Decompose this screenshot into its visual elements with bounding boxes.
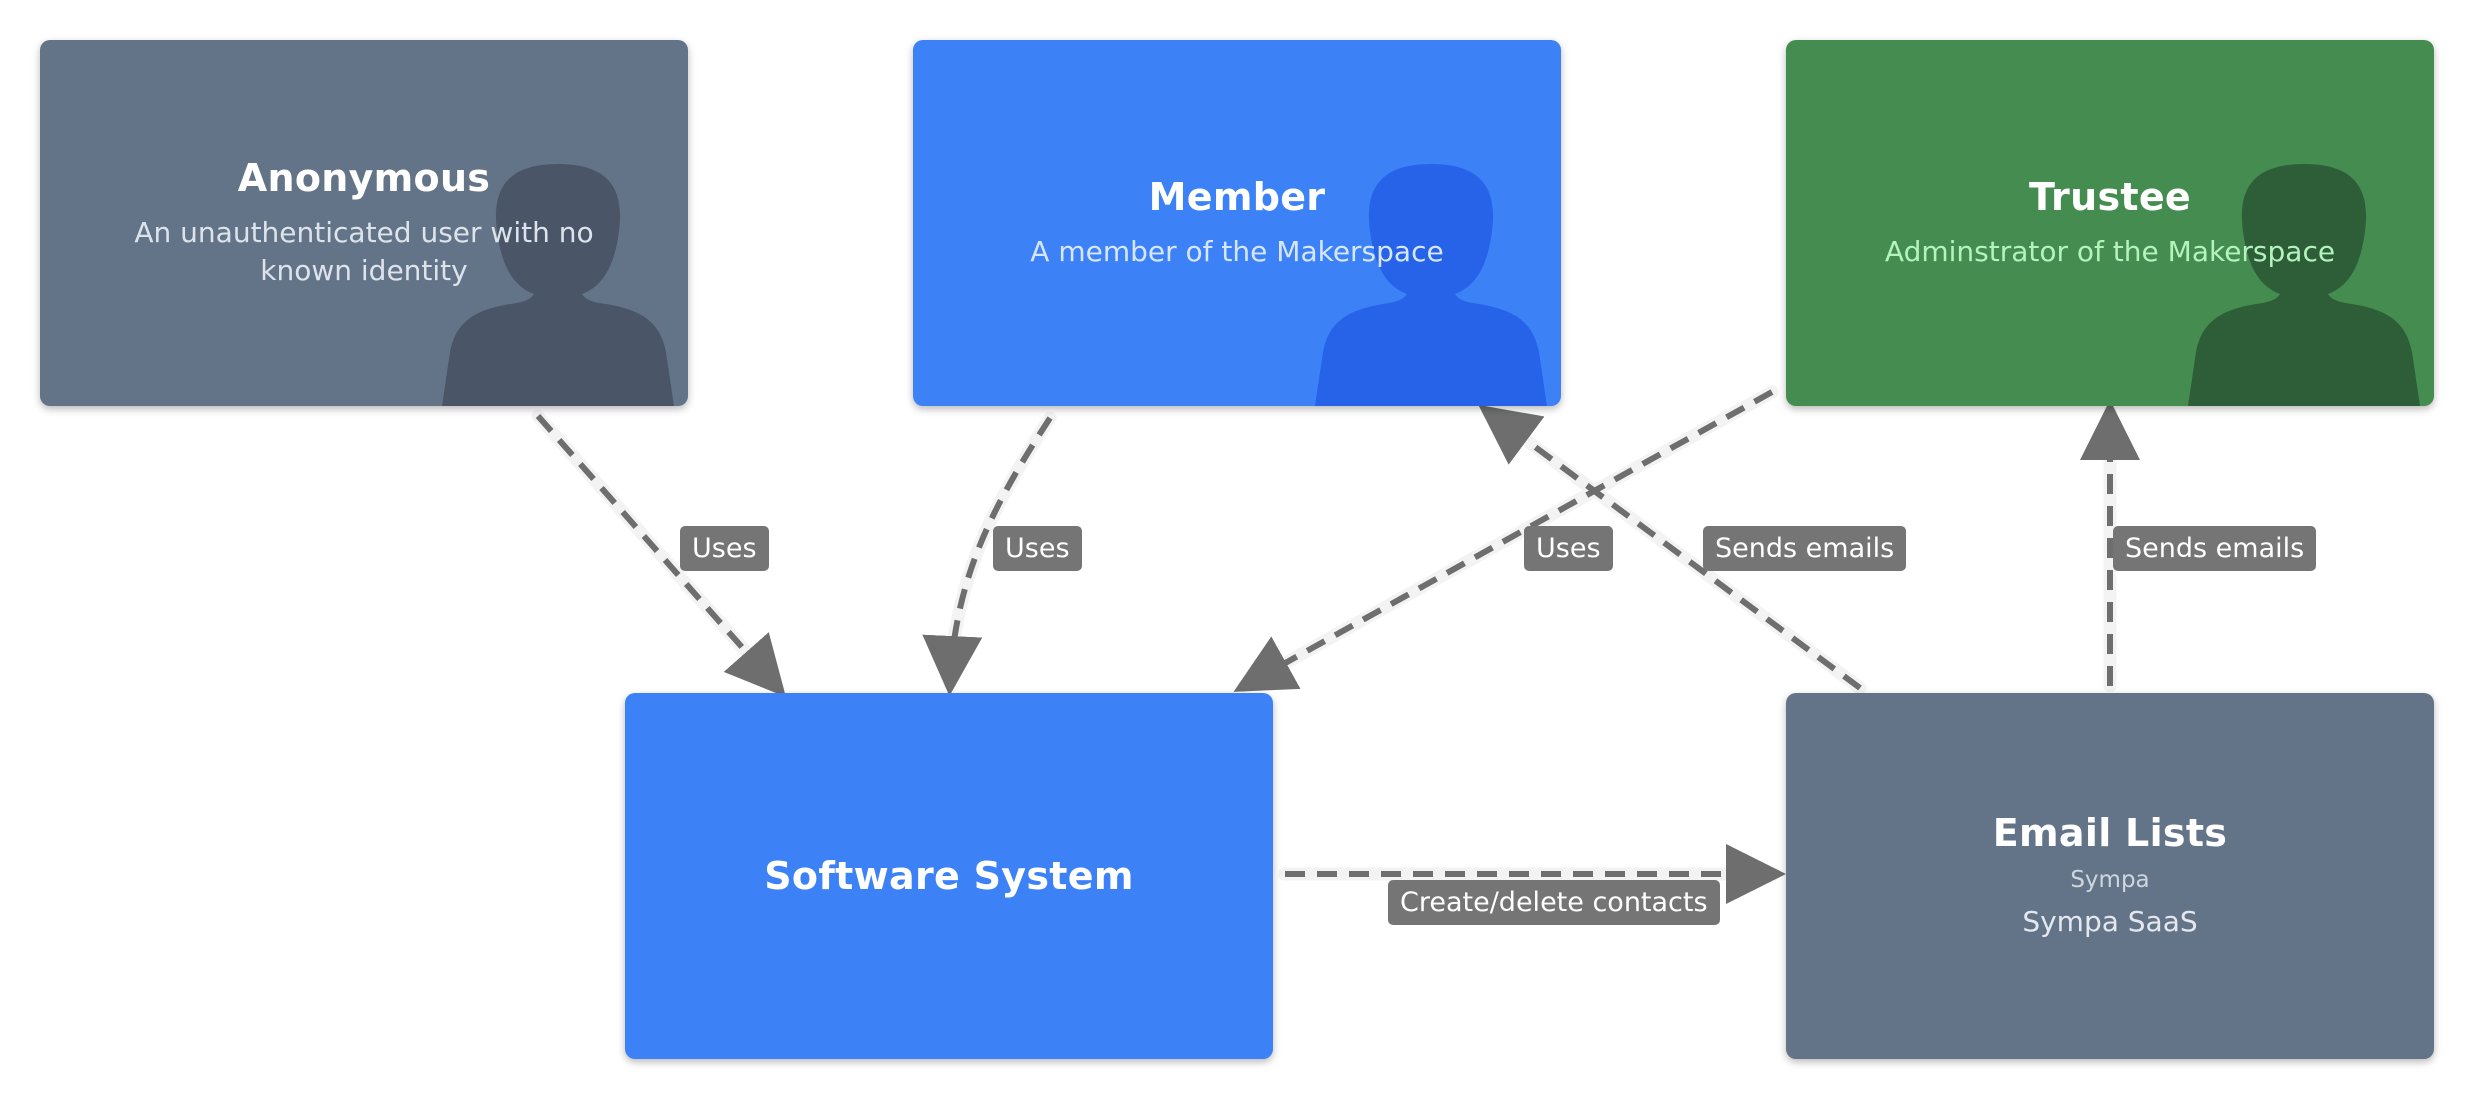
- node-description: An unauthenticated user with no known id…: [134, 216, 594, 287]
- person-anonymous[interactable]: Anonymous An unauthenticated user with n…: [40, 40, 688, 406]
- software-system-box[interactable]: Software System: [625, 693, 1273, 1059]
- edge-email-sends-to-member: [1478, 404, 1862, 691]
- edge-member-uses-system: [922, 416, 1053, 696]
- node-title: Trustee: [2029, 175, 2191, 220]
- node-technology: Sympa: [2070, 867, 2150, 894]
- person-silhouette-icon: [442, 164, 674, 406]
- node-description: Adminstrator of the Makerspace: [1884, 235, 2336, 269]
- edge-label-member-uses: Uses: [993, 526, 1082, 571]
- edge-anonymous-uses-system: [535, 414, 786, 697]
- edge-label-system-to-email: Create/delete contacts: [1388, 880, 1720, 925]
- edge-trustee-uses-system: [1233, 389, 1774, 692]
- edge-label-email-to-member: Sends emails: [1703, 526, 1907, 571]
- person-silhouette-icon: [2188, 164, 2420, 406]
- node-description: Sympa SaaS: [2022, 905, 2198, 939]
- node-description: A member of the Makerspace: [1030, 235, 1444, 269]
- edge-label-anonymous-uses: Uses: [680, 526, 769, 571]
- node-title: Email Lists: [1992, 811, 2228, 856]
- edge-label-email-to-trustee: Sends emails: [2113, 526, 2317, 571]
- person-member[interactable]: Member A member of the Makerspace: [913, 40, 1561, 406]
- node-title: Anonymous: [237, 156, 491, 201]
- person-silhouette-icon: [1315, 164, 1547, 406]
- node-title: Software System: [764, 854, 1134, 898]
- edge-label-trustee-uses: Uses: [1524, 526, 1613, 571]
- person-trustee[interactable]: Trustee Adminstrator of the Makerspace: [1786, 40, 2434, 406]
- node-title: Member: [1148, 175, 1326, 220]
- email-lists-box[interactable]: Email Lists Sympa Sympa SaaS: [1786, 693, 2434, 1059]
